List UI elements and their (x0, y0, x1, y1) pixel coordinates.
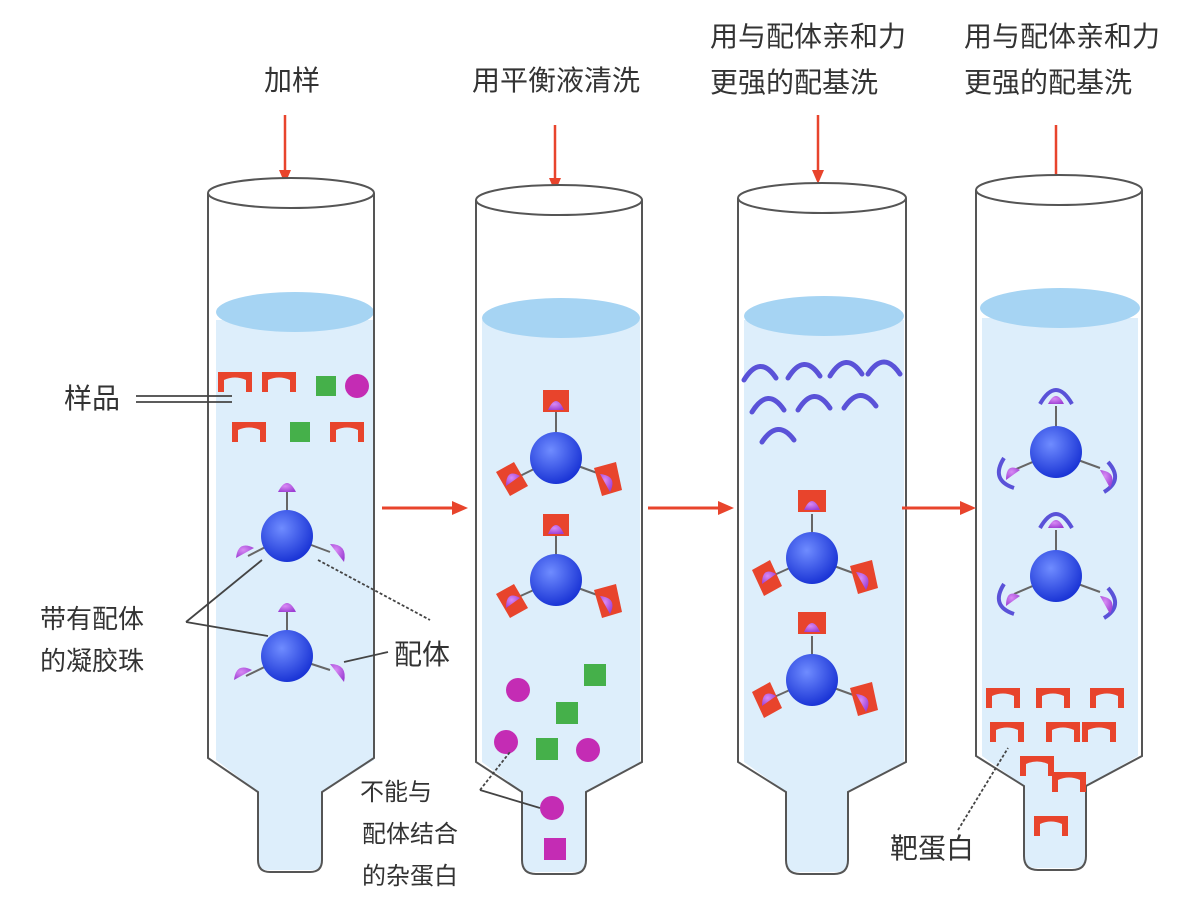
target-protein (262, 372, 296, 392)
target-protein (330, 422, 364, 442)
annotation-sample: 样品 (64, 382, 120, 415)
unbound-leader (479, 751, 511, 791)
contaminant-protein-square (290, 422, 310, 442)
gel-bead-bound (496, 390, 622, 496)
gel-bead (236, 483, 345, 562)
gel-bead-bound (752, 490, 878, 596)
contaminant-protein-square (584, 664, 606, 686)
step4-label-line2: 更强的配基洗 (964, 66, 1132, 99)
annotation-unbound-line3: 的杂蛋白 (362, 862, 458, 890)
competitor-ligand-group (741, 359, 903, 445)
target-protein (218, 372, 252, 392)
gel-bead-bound (752, 612, 878, 718)
target-leader (957, 747, 1009, 831)
annotation-unbound-line2: 配体结合 (362, 820, 458, 848)
target-protein (986, 688, 1020, 708)
annotation-target: 靶蛋白 (890, 832, 974, 865)
annotation-unbound-line1: 不能与 (360, 778, 432, 806)
step3-label-line1: 用与配体亲和力 (710, 20, 906, 53)
contaminant-protein-circle (345, 374, 369, 398)
annotations: 样品 带有配体 的凝胶珠 配体 不能与 配体结合 的杂蛋白 靶蛋白 (40, 382, 974, 890)
process-arrows (382, 501, 976, 515)
column-4-contents (986, 388, 1124, 836)
gel-bead-competitor-bound (996, 512, 1117, 620)
contaminant-protein-square (316, 376, 336, 396)
beads-leader (185, 621, 269, 637)
contaminant-protein-circle (576, 738, 600, 762)
beads-leader (185, 559, 263, 623)
target-protein (1052, 772, 1086, 792)
step2-label: 用平衡液清洗 (472, 64, 640, 97)
gel-bead-bound (496, 514, 622, 618)
column-1 (207, 177, 375, 873)
step3-label-line2: 更强的配基洗 (710, 66, 878, 99)
ligand-leader (343, 651, 389, 663)
column-3-contents (741, 359, 903, 718)
column-1-contents (218, 372, 369, 682)
contaminant-protein-circle (506, 678, 530, 702)
target-protein (232, 422, 266, 442)
contaminant-protein-circle (540, 796, 564, 820)
columns (207, 174, 1143, 875)
target-protein (1090, 688, 1124, 708)
gel-bead (234, 603, 345, 682)
target-protein (1020, 756, 1054, 776)
unbound-leader (479, 789, 541, 809)
column-3 (737, 182, 907, 875)
annotation-beads-line2: 的凝胶珠 (40, 647, 144, 677)
contaminant-protein-square (556, 702, 578, 724)
target-protein (1034, 816, 1068, 836)
step1-label: 加样 (264, 64, 320, 97)
input-arrows (279, 115, 1062, 192)
target-protein (1036, 688, 1070, 708)
contaminant-protein-square (544, 838, 566, 860)
column-2-contents (494, 390, 622, 860)
gel-bead-competitor-bound (996, 388, 1117, 494)
contaminant-protein-square (536, 738, 558, 760)
annotation-ligand: 配体 (394, 638, 450, 671)
step-labels: 加样 用平衡液清洗 用与配体亲和力 更强的配基洗 用与配体亲和力 更强的配基洗 (264, 20, 1160, 99)
ligand-leader (317, 559, 431, 621)
target-protein (1046, 722, 1080, 742)
annotation-beads-line1: 带有配体 (40, 605, 144, 635)
target-protein (1082, 722, 1116, 742)
step4-label-line1: 用与配体亲和力 (964, 20, 1160, 53)
contaminant-protein-circle (494, 730, 518, 754)
target-protein (990, 722, 1024, 742)
leader-lines (136, 395, 1009, 831)
